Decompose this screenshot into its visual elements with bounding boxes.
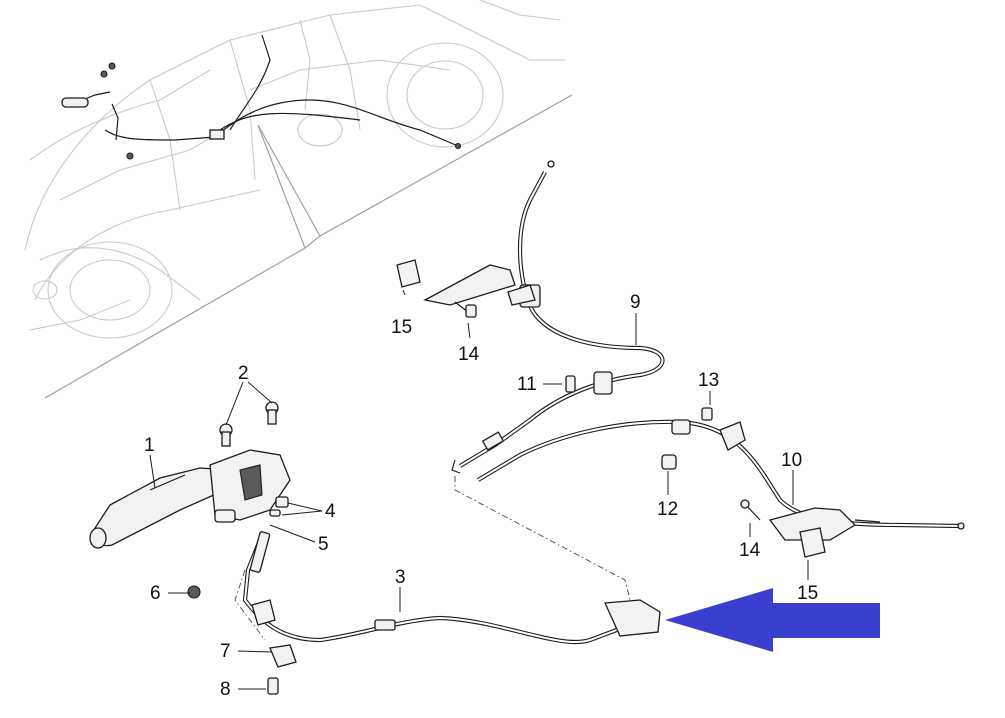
cable-9 [451, 160, 665, 474]
bracket-15-upper [396, 259, 536, 306]
callout-15-lower: 15 [797, 583, 818, 604]
callout-12: 12 [657, 499, 678, 520]
callout-labels: 1 2 3 4 5 6 7 8 9 10 11 12 13 14 14 15 1… [144, 292, 818, 700]
callout-4: 4 [325, 501, 336, 522]
bolt-13 [701, 407, 713, 421]
parking-brake-lever-assembly [89, 401, 291, 549]
grommet-6 [187, 585, 201, 599]
bolt-14-upper [454, 301, 477, 318]
leader-lines [149, 289, 809, 690]
callout-10: 10 [781, 450, 802, 471]
callout-14-upper: 14 [458, 344, 480, 365]
cable-3 [234, 476, 661, 645]
callout-5: 5 [318, 534, 329, 555]
vehicle-overview-inset [24, 0, 573, 399]
callout-7: 7 [220, 641, 231, 662]
callout-13: 13 [698, 370, 719, 391]
bolt-11 [565, 375, 576, 393]
pointer-arrow-icon [665, 588, 880, 652]
nut-12 [661, 454, 677, 470]
callout-14-lower: 14 [739, 540, 761, 561]
callout-9: 9 [630, 292, 641, 313]
cable-10 [476, 419, 965, 541]
bolt-8 [267, 677, 279, 695]
callout-6: 6 [150, 583, 161, 604]
clip-7 [269, 644, 297, 668]
callout-11: 11 [517, 374, 537, 395]
callout-8: 8 [220, 679, 231, 700]
bolt-14-lower [740, 499, 761, 521]
bracket-15-lower [799, 527, 826, 558]
callout-1: 1 [144, 435, 155, 456]
callout-2: 2 [238, 363, 249, 384]
callout-15-upper: 15 [391, 317, 412, 338]
callout-3: 3 [395, 567, 406, 588]
